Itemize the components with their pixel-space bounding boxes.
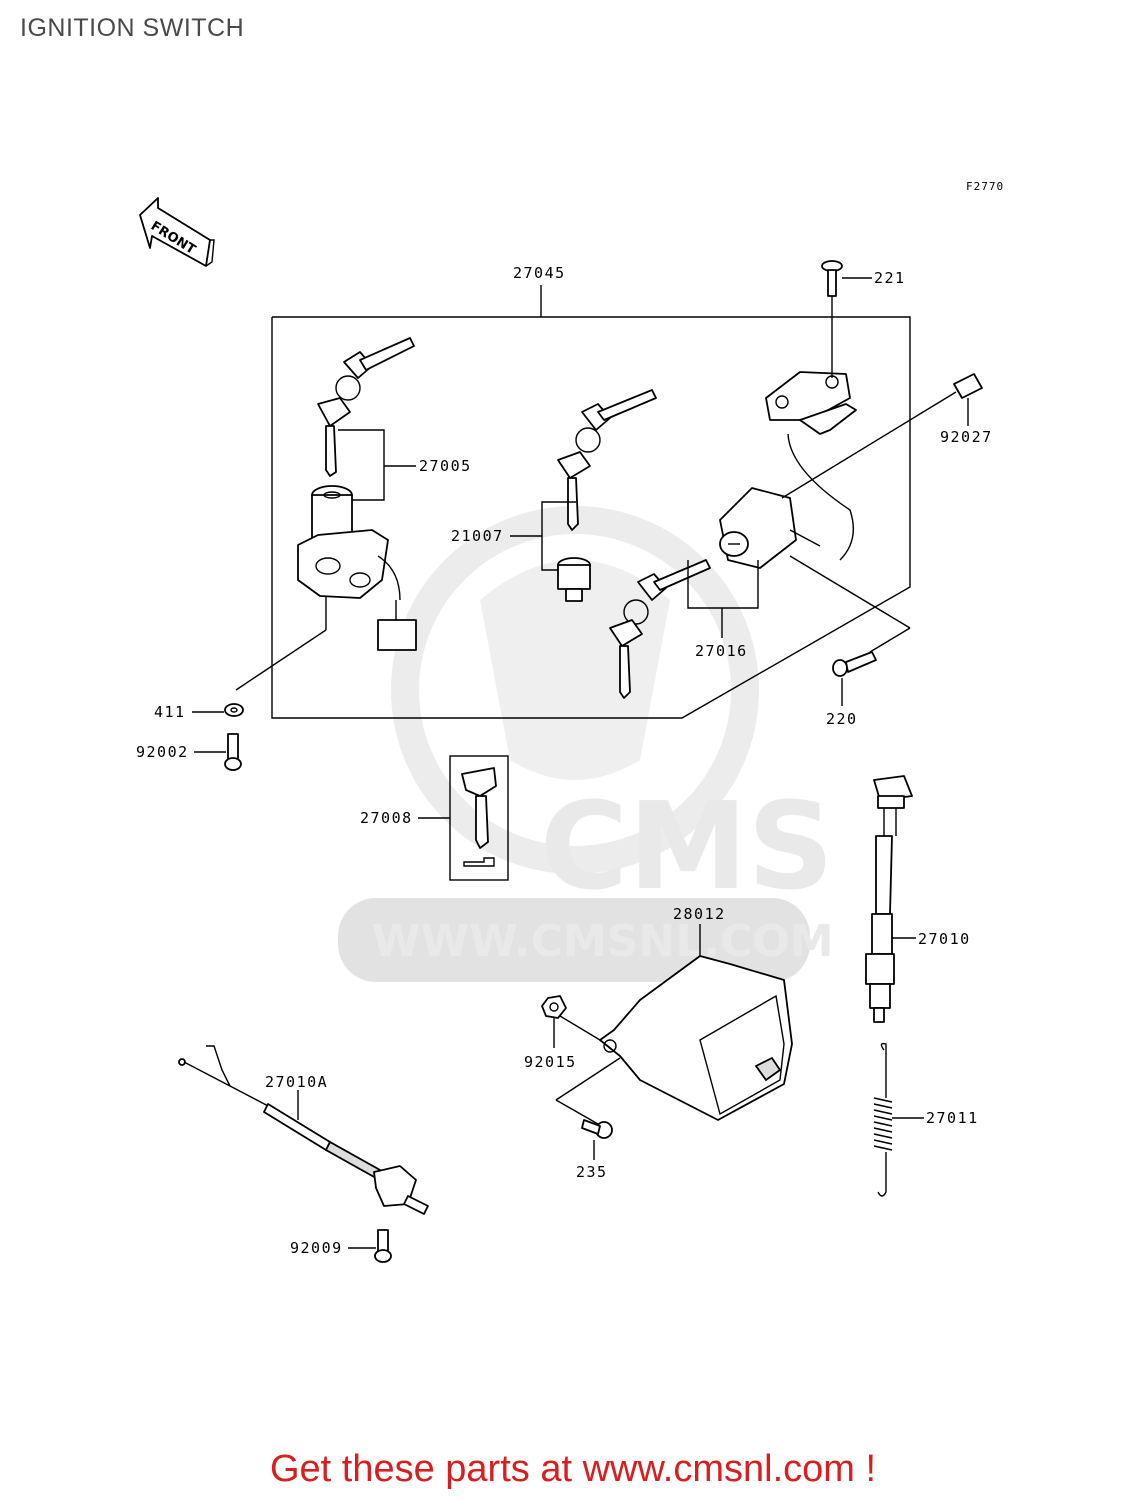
part-label-92027: 92027 <box>940 428 993 446</box>
cover-28012 <box>555 924 793 1125</box>
cable-27010A <box>178 1045 429 1215</box>
page-title: IGNITION SWITCH <box>20 14 245 42</box>
part-label-221: 221 <box>874 269 906 287</box>
part-label-27011: 27011 <box>926 1109 979 1127</box>
watermark-brand: CMS <box>540 778 834 917</box>
part-label-411: 411 <box>154 703 186 721</box>
part-label-27010: 27010 <box>918 930 971 948</box>
part-label-27008: 27008 <box>360 809 413 827</box>
switch-27010 <box>865 775 916 1023</box>
footer-link[interactable]: Get these parts at www.cmsnl.com ! <box>269 1448 877 1490</box>
screw-235-icon <box>581 1119 613 1160</box>
key-set-21007 <box>510 389 657 602</box>
part-label-27005: 27005 <box>419 457 472 475</box>
front-arrow-icon: FRONT <box>139 197 215 267</box>
key-blank-27008 <box>418 755 509 881</box>
part-label-27016: 27016 <box>695 642 748 660</box>
key-set-27005 <box>317 337 416 501</box>
part-label-28012: 28012 <box>673 905 726 923</box>
lock-27016 <box>609 296 983 699</box>
spring-27011-icon <box>873 1042 924 1197</box>
washer-411-icon <box>192 703 244 717</box>
bolt-92002-icon <box>194 733 242 771</box>
part-label-27010A: 27010A <box>265 1073 328 1091</box>
ignition-switch-body <box>235 485 417 691</box>
part-label-235: 235 <box>576 1163 608 1181</box>
part-label-21007: 21007 <box>451 527 504 545</box>
screw-221-icon <box>821 260 872 297</box>
part-label-92015: 92015 <box>524 1053 577 1071</box>
part-label-92009: 92009 <box>290 1239 343 1257</box>
bolt-220-icon <box>832 651 877 706</box>
watermark-url: WWW.CMSNL.COM <box>372 916 834 967</box>
bolt-92009-icon <box>348 1229 392 1263</box>
assembly-frame <box>271 285 911 719</box>
part-label-220: 220 <box>826 710 858 728</box>
figure-code: F2770 <box>966 180 1004 193</box>
watermark: CMS WWW.CMSNL.COM <box>338 506 834 982</box>
part-label-92002: 92002 <box>136 743 189 761</box>
part-label-27045: 27045 <box>513 264 566 282</box>
nut-92015-icon <box>541 995 601 1048</box>
